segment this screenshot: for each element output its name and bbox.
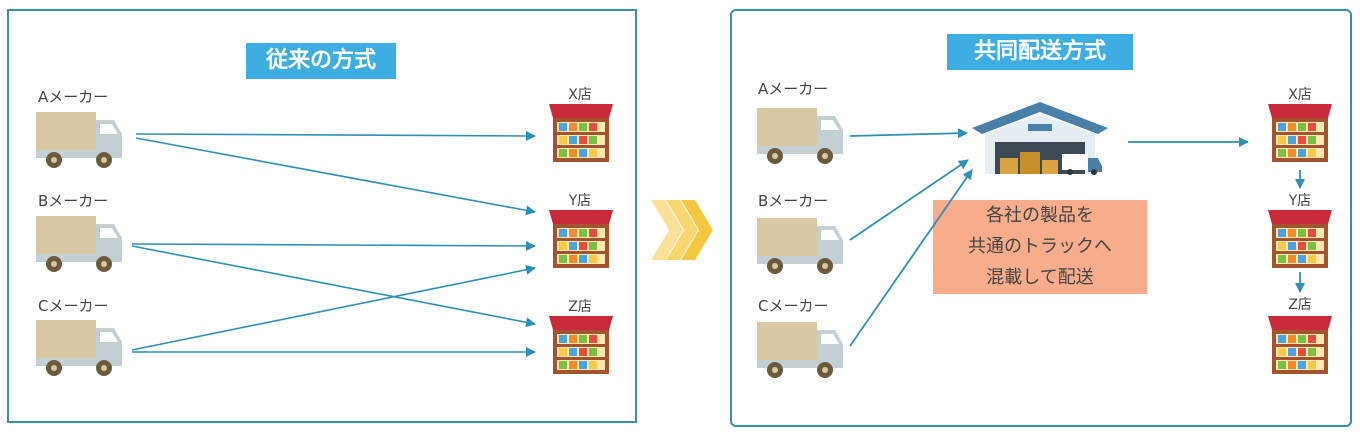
- arrow-a-to-warehouse: [849, 128, 968, 139]
- arrow-b-to-warehouse: [849, 159, 969, 241]
- right-truck-a-icon: [757, 108, 843, 164]
- left-maker-c-label: Cメーカー: [38, 297, 109, 315]
- transition-chevron-icon: [651, 200, 713, 260]
- note-line-3: 混載して配送: [986, 267, 1094, 288]
- left-store-x-icon: [549, 104, 613, 162]
- left-store-x-label: X店: [568, 87, 592, 103]
- warehouse-icon: [972, 102, 1108, 175]
- left-truck-b-icon: [36, 216, 122, 272]
- conventional-method-title: 従来の方式: [246, 43, 396, 79]
- arrow-c-to-y: [131, 264, 536, 351]
- left-store-z-icon: [549, 316, 613, 374]
- note-line-1: 各社の製品を: [986, 205, 1094, 226]
- note-line-2: 共通のトラックへ: [968, 236, 1112, 257]
- left-delivery-arrows: [131, 130, 536, 357]
- right-maker-a-label: Aメーカー: [758, 80, 829, 98]
- right-store-x-icon: [1268, 104, 1332, 162]
- left-store-y-label: Y店: [568, 193, 592, 209]
- joint-delivery-title: 共同配送方式: [947, 34, 1133, 70]
- right-maker-c-label: Cメーカー: [758, 297, 829, 315]
- left-truck-a-icon: [36, 112, 122, 168]
- left-maker-b-label: Bメーカー: [38, 192, 109, 210]
- right-store-x-label: X店: [1288, 87, 1312, 103]
- right-maker-b-label: Bメーカー: [758, 192, 829, 210]
- right-store-y-label: Y店: [1288, 193, 1312, 209]
- right-delivery-arrows: [849, 128, 1305, 347]
- right-store-z-icon: [1268, 316, 1332, 374]
- arrow-a-to-y: [135, 137, 536, 216]
- left-truck-c-icon: [36, 320, 122, 376]
- arrow-c-to-warehouse: [849, 169, 973, 347]
- arrow-b-to-z: [131, 245, 536, 328]
- right-store-y-icon: [1268, 210, 1332, 268]
- left-maker-a-label: Aメーカー: [38, 88, 109, 106]
- left-store-y-icon: [549, 210, 613, 268]
- right-truck-c-icon: [757, 322, 843, 378]
- arrow-b-to-y: [131, 240, 536, 251]
- consolidation-note: 各社の製品を 共通のトラックへ 混載して配送: [933, 200, 1147, 294]
- right-truck-b-icon: [757, 218, 843, 274]
- right-store-z-label: Z店: [1288, 297, 1312, 313]
- left-store-z-label: Z店: [568, 299, 592, 315]
- arrow-a-to-x: [135, 130, 536, 141]
